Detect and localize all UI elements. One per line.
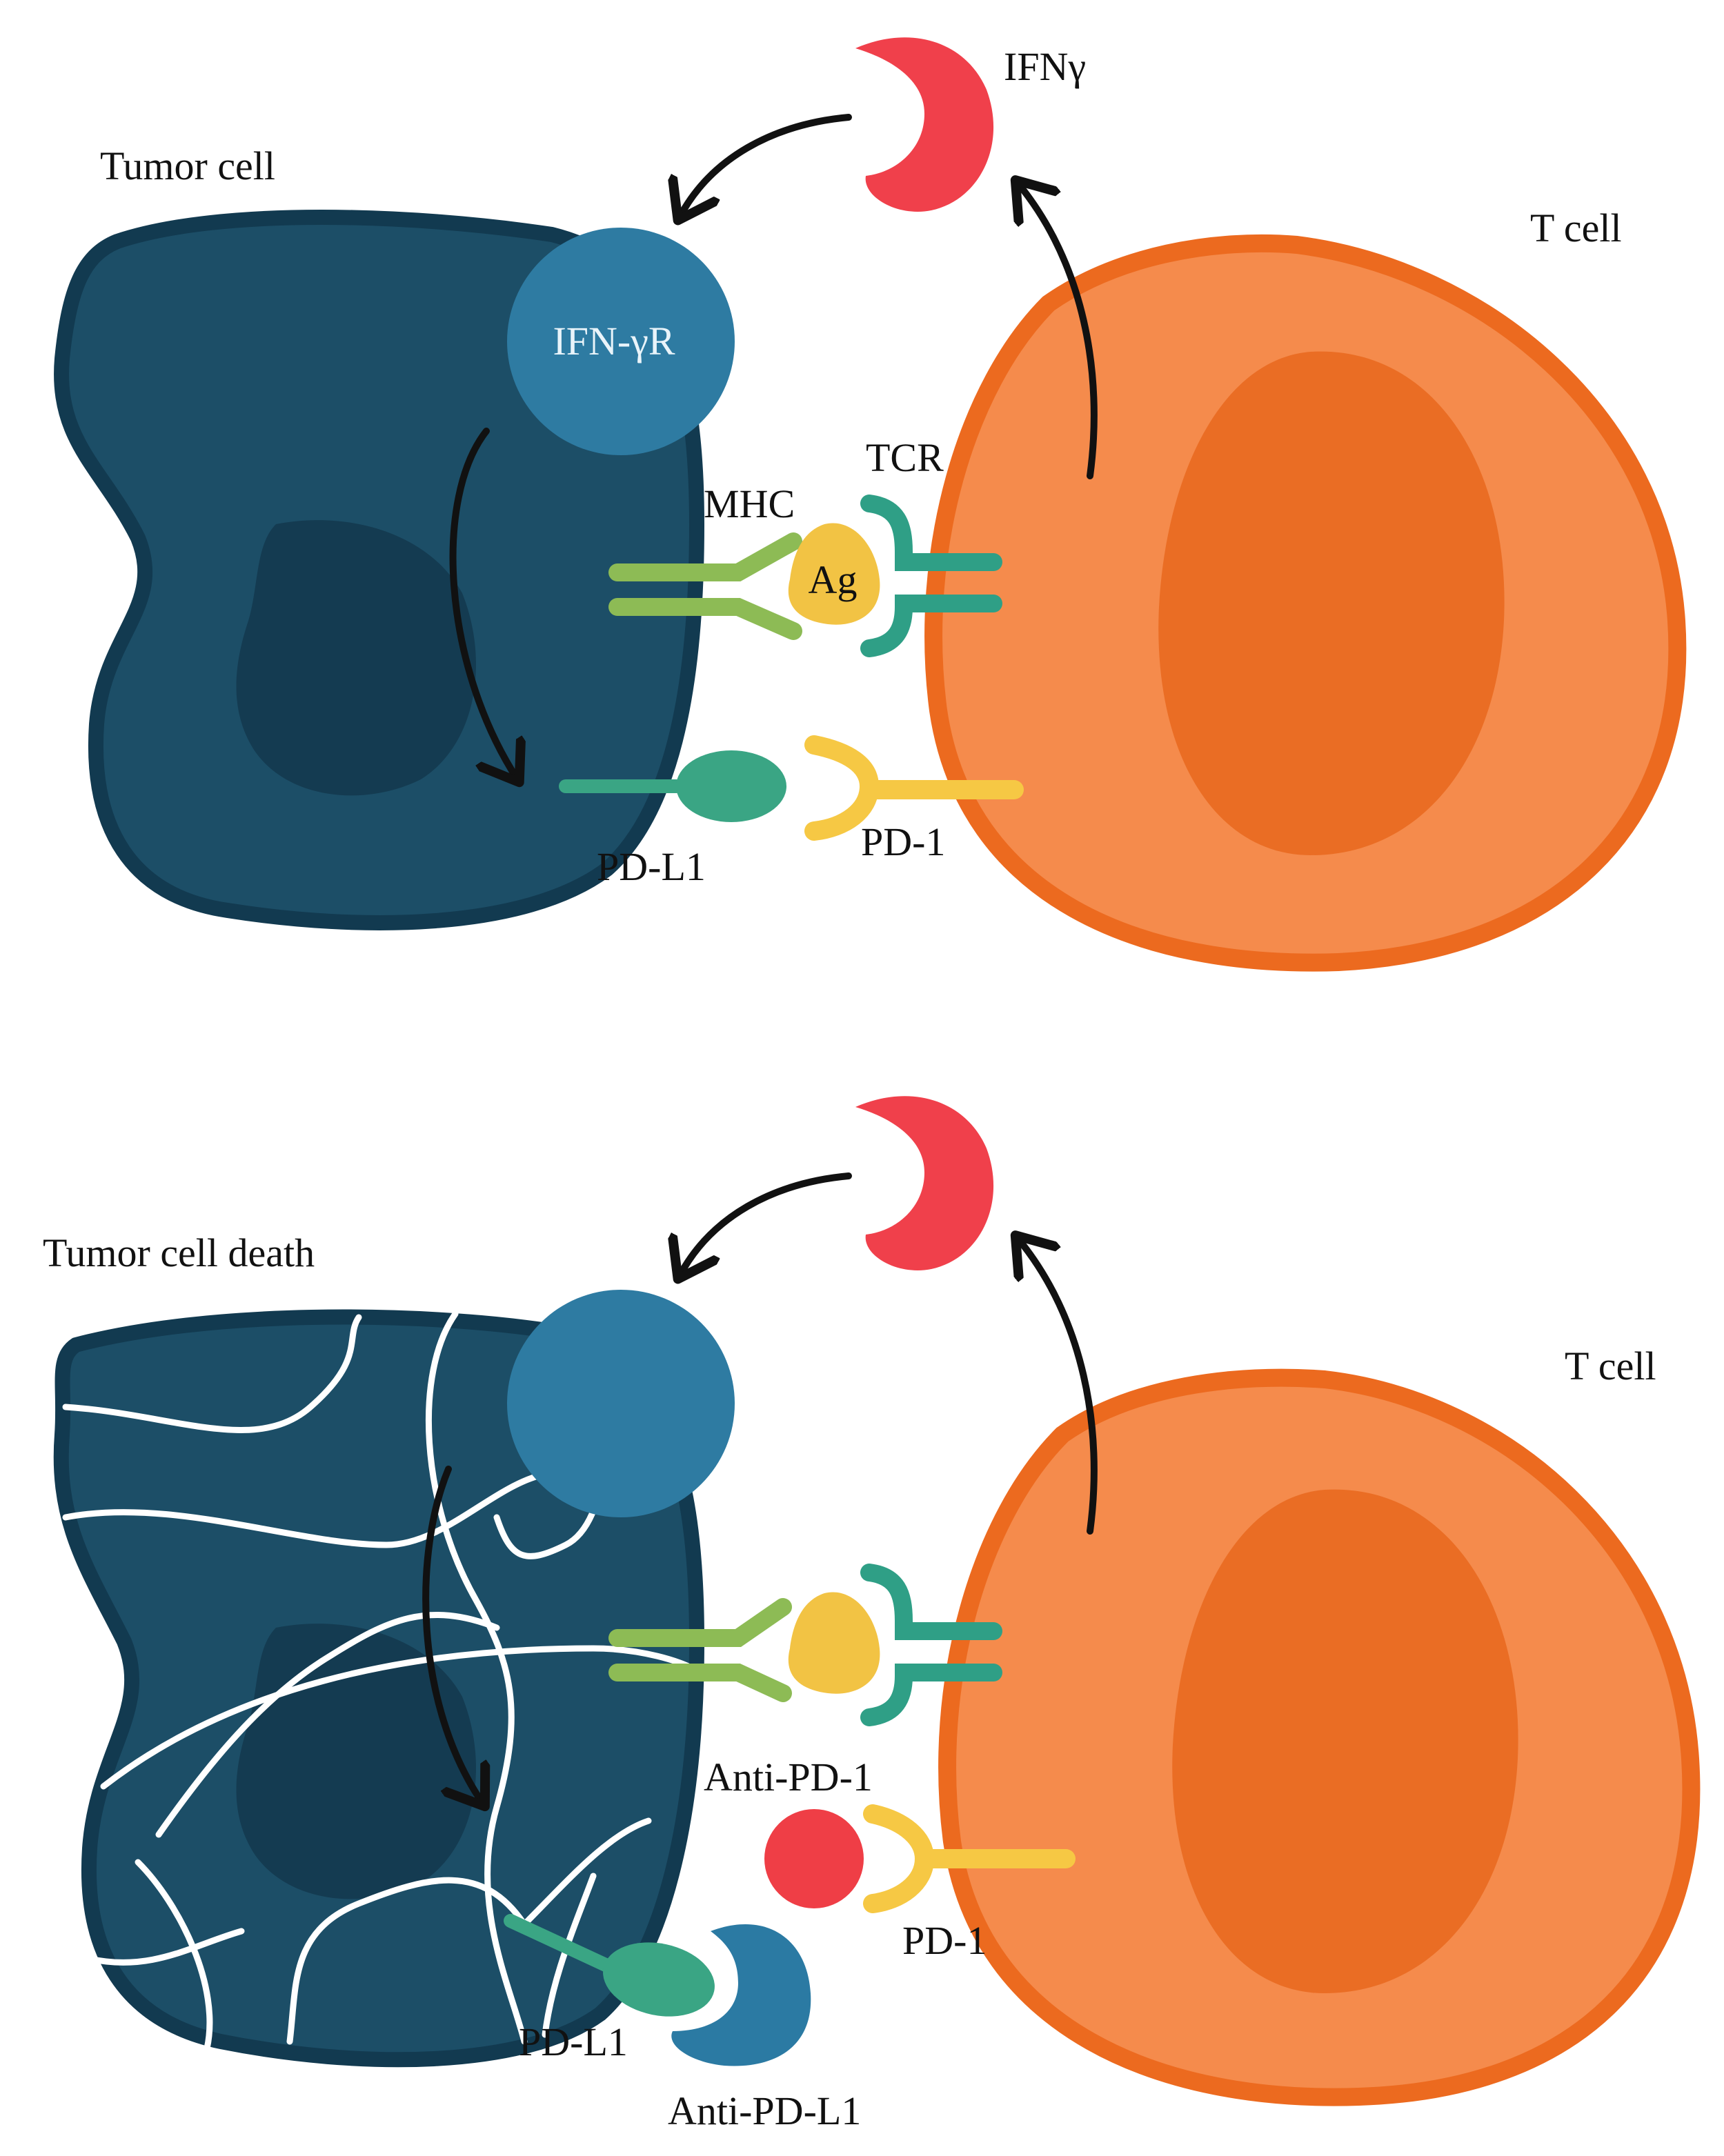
- bottom-antigen: [788, 1592, 880, 1694]
- bottom-anti-pd1: [764, 1809, 864, 1908]
- bottom-tumor-nucleus: [236, 1624, 476, 1899]
- top-ifn-receptor: [507, 228, 735, 455]
- bottom-tumor-cracks: [62, 1310, 697, 2052]
- bottom-ifn-gamma: [855, 1096, 994, 1270]
- top-antigen-label: Ag: [808, 557, 858, 602]
- top-panel: [54, 37, 1687, 972]
- bottom-anti-pd1-label: Anti-PD-1: [704, 1755, 873, 1799]
- top-tumor-nucleus: [236, 520, 476, 796]
- top-ifn-gamma: [855, 37, 994, 212]
- bottom-tcell-label: T cell: [1565, 1344, 1656, 1388]
- top-tcr: [860, 495, 1002, 657]
- top-ifn-to-receptor-arrow: [680, 114, 852, 217]
- bottom-mhc: [608, 1598, 792, 1702]
- top-mhc-label: MHC: [704, 481, 795, 526]
- bottom-tcell-nucleus: [1172, 1489, 1518, 1993]
- top-pd1: [804, 735, 1024, 841]
- bottom-ifn-to-receptor-arrow: [680, 1172, 852, 1276]
- bottom-pdl1-label: PD-L1: [519, 2019, 628, 2064]
- bottom-panel: [53, 1096, 1701, 2106]
- top-antigen: [788, 523, 880, 625]
- top-tcell-to-ifn-arrow: [1018, 183, 1098, 479]
- top-mhc: [608, 532, 802, 640]
- top-pdl1-label: PD-L1: [597, 844, 706, 889]
- bottom-receptor-to-pdl1-arrow: [422, 1466, 483, 1804]
- top-pd1-label: PD-1: [861, 819, 946, 864]
- bottom-pd1: [863, 1804, 1076, 1913]
- bottom-tumor-cell-label: Tumor cell death: [43, 1230, 315, 1275]
- top-ifn-gamma-label: IFNγ: [1004, 44, 1087, 89]
- top-pdl1: [559, 750, 786, 822]
- top-tcr-label: TCR: [866, 435, 944, 480]
- top-ifn-receptor-label: IFN-γR: [553, 319, 675, 363]
- top-tcell-label: T cell: [1530, 206, 1622, 250]
- bottom-anti-pdl1: [671, 1924, 811, 2066]
- bottom-tcell-to-ifn-arrow: [1018, 1238, 1098, 1535]
- top-tcell-nucleus: [1158, 351, 1505, 855]
- top-tumor-cell-label: Tumor cell: [100, 143, 276, 188]
- top-receptor-to-pdl1-arrow: [449, 428, 517, 779]
- bottom-pdl1: [504, 1914, 715, 2017]
- bottom-pd1-label: PD-1: [902, 1918, 987, 1963]
- bottom-tcr: [860, 1564, 1002, 1726]
- bottom-ifn-receptor: [507, 1290, 735, 1517]
- bottom-anti-pdl1-label: Anti-PD-L1: [668, 2088, 862, 2133]
